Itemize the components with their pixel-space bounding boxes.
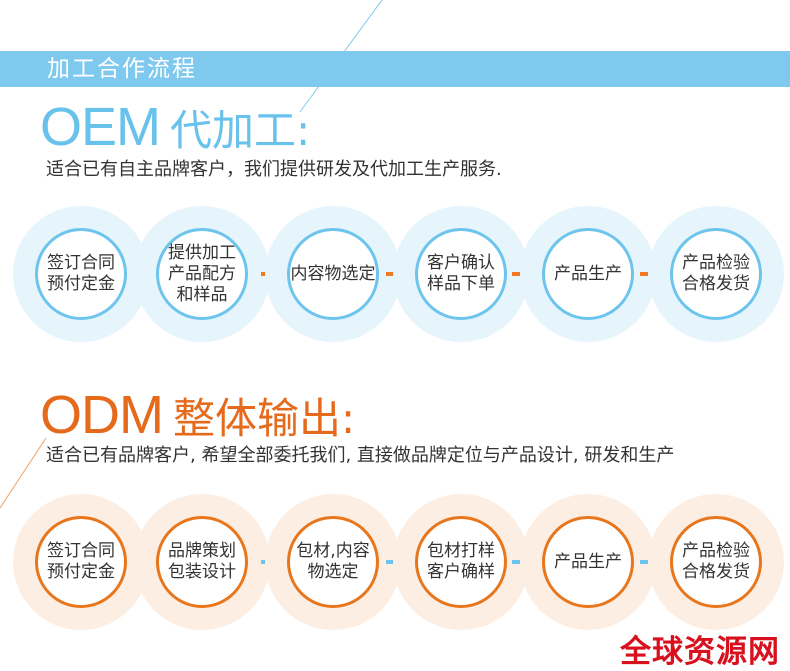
- odm-step-circle: 包材,内容 物选定: [287, 516, 379, 608]
- odm-step-1: 签订合同 预付定金: [13, 494, 149, 630]
- oem-step-circle: 客户确认 样品下单: [415, 228, 507, 320]
- oem-step-2: 提供加工 产品配方 和样品: [134, 206, 270, 342]
- oem-step-label: 签订合同 预付定金: [47, 253, 115, 294]
- oem-step-4: 客户确认 样品下单: [393, 206, 529, 342]
- section-banner: 加工合作流程: [0, 51, 790, 87]
- odm-step-circle: 品牌策划 包装设计: [156, 516, 248, 608]
- odm-step-6: 产品检验 合格发货: [648, 494, 784, 630]
- odm-step-circle: 产品生产: [542, 516, 634, 608]
- oem-step-1: 签订合同 预付定金: [13, 206, 149, 342]
- oem-step-label: 内容物选定: [290, 263, 376, 284]
- banner-title: 加工合作流程: [47, 56, 197, 82]
- odm-step-label: 产品检验 合格发货: [682, 541, 750, 582]
- odm-title-latin: ODM: [40, 385, 164, 445]
- odm-step-circle: 产品检验 合格发货: [670, 516, 762, 608]
- odm-step-label: 包材打样 客户确样: [427, 541, 495, 582]
- oem-step-3: 内容物选定: [265, 206, 401, 342]
- oem-description: 适合已有自主品牌客户，我们提供研发及代加工生产服务.: [46, 159, 502, 180]
- odm-title-cn: 整体输出:: [172, 394, 356, 443]
- oem-step-label: 客户确认 样品下单: [427, 253, 495, 294]
- oem-step-label: 产品检验 合格发货: [682, 253, 750, 294]
- odm-step-2: 品牌策划 包装设计: [134, 494, 270, 630]
- odm-description: 适合已有品牌客户, 希望全部委托我们, 直接做品牌定位与产品设计, 研发和生产: [46, 445, 675, 466]
- odm-step-circle: 包材打样 客户确样: [415, 516, 507, 608]
- oem-title-latin: OEM: [40, 97, 161, 157]
- oem-step-circle: 提供加工 产品配方 和样品: [156, 228, 248, 320]
- odm-step-circle: 签订合同 预付定金: [35, 516, 127, 608]
- odm-step-4: 包材打样 客户确样: [393, 494, 529, 630]
- oem-step-circle: 产品检验 合格发货: [670, 228, 762, 320]
- oem-step-5: 产品生产: [520, 206, 656, 342]
- odm-step-3: 包材,内容 物选定: [265, 494, 401, 630]
- odm-step-5: 产品生产: [520, 494, 656, 630]
- odm-step-label: 产品生产: [554, 551, 622, 572]
- oem-step-circle: 签订合同 预付定金: [35, 228, 127, 320]
- oem-step-6: 产品检验 合格发货: [648, 206, 784, 342]
- odm-step-label: 签订合同 预付定金: [47, 541, 115, 582]
- odm-step-label: 包材,内容 物选定: [296, 541, 370, 582]
- odm-step-label: 品牌策划 包装设计: [168, 541, 236, 582]
- oem-step-circle: 内容物选定: [287, 228, 379, 320]
- oem-title-cn: 代加工:: [170, 106, 311, 155]
- watermark: 全球资源网: [620, 634, 780, 670]
- oem-step-label: 提供加工 产品配方 和样品: [168, 242, 236, 305]
- oem-step-label: 产品生产: [554, 263, 622, 284]
- oem-step-circle: 产品生产: [542, 228, 634, 320]
